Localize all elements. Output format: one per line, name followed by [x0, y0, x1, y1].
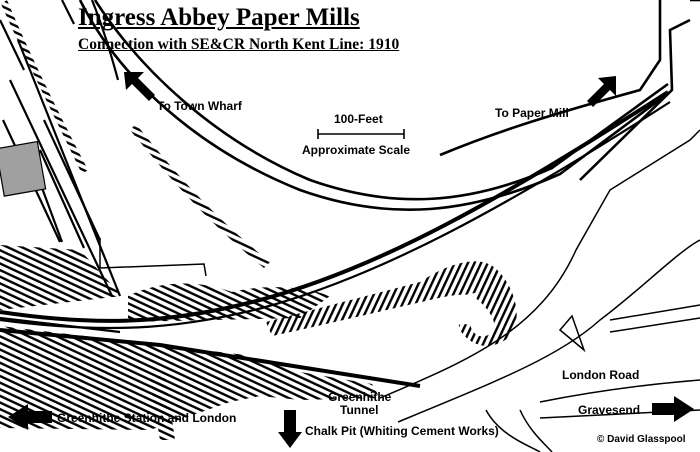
scale-distance-label: 100-Feet [334, 112, 383, 126]
page-subtitle: Connection with SE&CR North Kent Line: 1… [78, 36, 400, 53]
tunnel-inner-void [300, 294, 495, 337]
left-embankment [0, 245, 122, 310]
roads [379, 129, 700, 452]
road-tree-hatch [150, 372, 175, 440]
tunnel-hatching-outer [266, 261, 517, 346]
arrow-right-icon [652, 396, 694, 422]
scale-caption-label: Approximate Scale [302, 143, 411, 157]
paper-mill-branch [78, 0, 700, 212]
tunnel-label-line1: Greenhithe [328, 390, 392, 404]
arrow-ne-icon [587, 76, 616, 107]
paper-mill-label: To Paper Mill [495, 106, 569, 120]
greenhithe-station-label: Greenhithe Station and London [57, 411, 237, 425]
scale-bar [317, 129, 405, 139]
tunnel-label-line2: Tunnel [340, 403, 379, 417]
north-kent-line [0, 90, 671, 388]
copyright-notice: © David Glasspool [597, 434, 686, 445]
london-road-label: London Road [562, 368, 640, 382]
page-title: Ingress Abbey Paper Mills [78, 4, 360, 31]
chalk-pit-label: Chalk Pit (Whiting Cement Works) [305, 424, 499, 438]
gravesend-label: Gravesend [578, 403, 641, 417]
wharf-branch-hatch [1, 0, 88, 174]
upper-bank-hatch [130, 124, 270, 268]
town-wharf-label: To Town Wharf [157, 99, 242, 113]
arrow-left-icon [8, 404, 52, 430]
arrow-nw-icon [124, 72, 155, 101]
arrow-down-icon [278, 410, 302, 448]
siding-enclosure [99, 238, 207, 277]
station-building-icon [0, 140, 47, 197]
lower-cutting [0, 326, 380, 430]
